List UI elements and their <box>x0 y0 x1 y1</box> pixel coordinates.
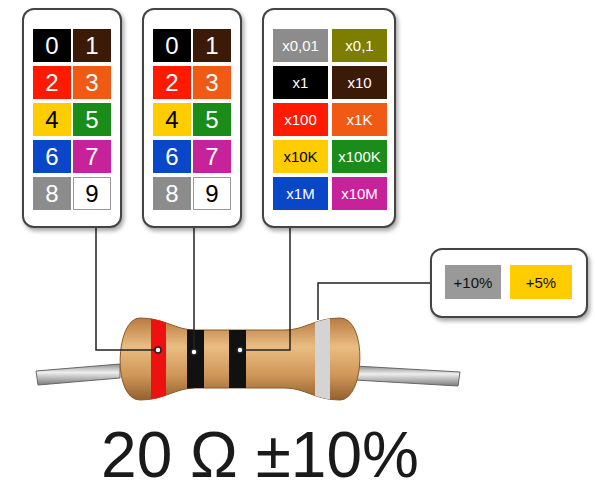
color-swatch: x100 <box>273 103 328 136</box>
color-swatch: 3 <box>73 66 111 99</box>
code-value: x1M <box>286 186 314 201</box>
color-swatch: 6 <box>153 140 191 173</box>
color-swatch: 2 <box>153 66 191 99</box>
color-code-panel: 0 1 2 3 4 5 6 7 8 9 <box>22 8 122 228</box>
code-value: x1 <box>293 75 309 90</box>
color-swatch: +5% <box>510 265 572 299</box>
code-value: 6 <box>165 145 178 169</box>
color-swatch: x1M <box>273 177 328 210</box>
code-value: 5 <box>205 108 218 132</box>
code-value: x0,01 <box>282 38 319 53</box>
resistance-value: 20 Ω ±10% <box>40 420 480 490</box>
code-value: 8 <box>165 182 178 206</box>
code-value: x10K <box>283 149 317 164</box>
color-swatch: +10% <box>445 265 501 299</box>
code-value: 3 <box>85 71 98 95</box>
color-swatch: x10K <box>273 140 328 173</box>
color-swatch: 0 <box>153 29 191 62</box>
color-swatch: 4 <box>153 103 191 136</box>
color-swatch: 5 <box>193 103 231 136</box>
color-swatch: 7 <box>193 140 231 173</box>
code-value: +5% <box>526 275 556 290</box>
leader-dots <box>155 347 243 355</box>
code-value: 6 <box>45 145 58 169</box>
color-swatch: x0,1 <box>332 29 387 62</box>
color-code-panel: +10% +5% <box>430 248 588 318</box>
code-value: x10M <box>341 186 378 201</box>
color-code-panel: 0 1 2 3 4 5 6 7 8 9 <box>142 8 242 228</box>
code-value: x10 <box>347 75 371 90</box>
color-swatch: 7 <box>73 140 111 173</box>
color-swatch: 8 <box>153 177 191 210</box>
leader-lines <box>96 228 430 350</box>
color-swatch: x0,01 <box>273 29 328 62</box>
color-swatch: 2 <box>33 66 71 99</box>
color-swatch: x10M <box>332 177 387 210</box>
code-value: 2 <box>165 71 178 95</box>
color-swatch: 9 <box>73 177 111 210</box>
color-swatch: 8 <box>33 177 71 210</box>
code-value: 1 <box>205 34 218 58</box>
color-code-panel: x0,01 x0,1 x1 x10 x100 x1K x10K x100K x1M x10M <box>262 8 396 228</box>
code-value: 7 <box>205 145 218 169</box>
color-swatch: 6 <box>33 140 71 173</box>
code-value: 4 <box>165 108 178 132</box>
code-value: x100 <box>284 112 317 127</box>
code-value: 9 <box>205 182 218 206</box>
color-bands <box>151 310 330 410</box>
code-value: 8 <box>45 182 58 206</box>
code-value: 2 <box>45 71 58 95</box>
color-swatch: x1 <box>273 66 328 99</box>
code-value: 0 <box>45 34 58 58</box>
code-value: x100K <box>338 149 381 164</box>
color-swatch: 1 <box>193 29 231 62</box>
color-swatch: 5 <box>73 103 111 136</box>
code-value: 4 <box>45 108 58 132</box>
color-swatch: 4 <box>33 103 71 136</box>
code-value: 1 <box>85 34 98 58</box>
code-value: x0,1 <box>345 38 373 53</box>
code-value: 0 <box>165 34 178 58</box>
color-swatch: 0 <box>33 29 71 62</box>
color-swatch: x1K <box>332 103 387 136</box>
code-value: 5 <box>85 108 98 132</box>
code-value: 7 <box>85 145 98 169</box>
code-value: +10% <box>454 275 493 290</box>
color-swatch: 3 <box>193 66 231 99</box>
color-swatch: 9 <box>193 177 231 210</box>
color-swatch: x100K <box>332 140 387 173</box>
color-swatch: 1 <box>73 29 111 62</box>
code-value: 3 <box>205 71 218 95</box>
color-swatch: x10 <box>332 66 387 99</box>
code-value: 9 <box>85 182 98 206</box>
code-value: x1K <box>347 112 373 127</box>
